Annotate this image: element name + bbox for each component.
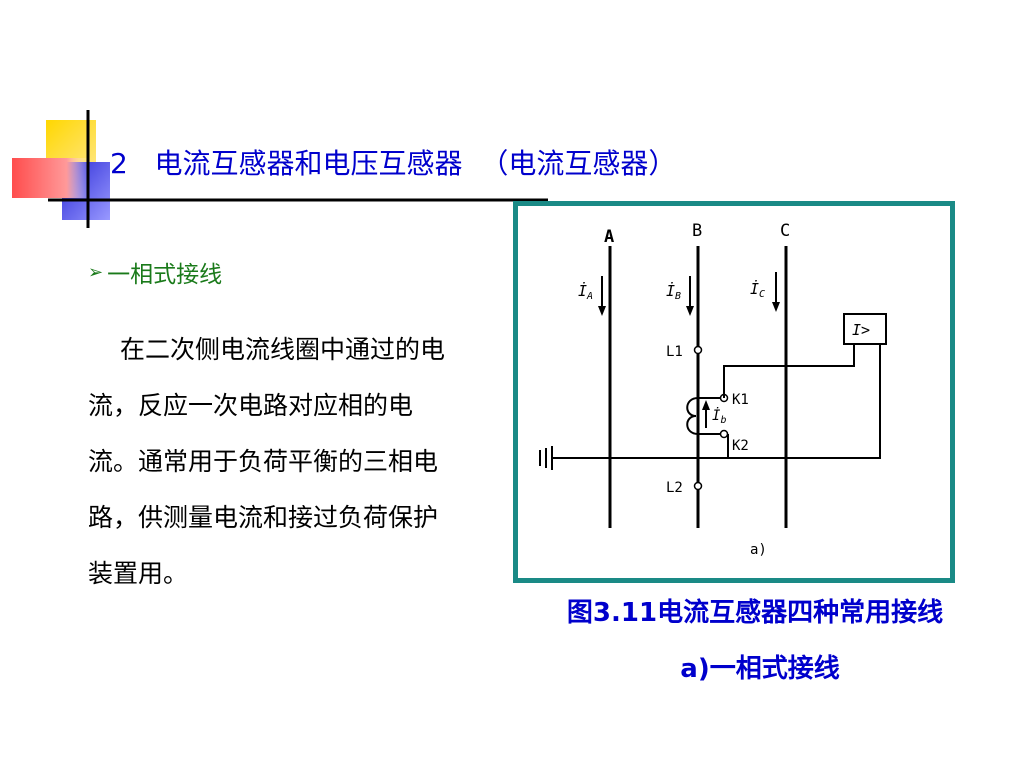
header-decoration: [12, 110, 548, 228]
figure-caption: 图3.11电流互感器四种常用接线: [566, 598, 944, 628]
circuit-diagram: A B C İA İB İC L1 L2 İb K1 K2 I>: [539, 221, 887, 558]
page-title: 2 电流互感器和电压互感器 （电流互感器）: [110, 147, 677, 180]
k1-label: K1: [732, 392, 749, 408]
k2-label: K2: [732, 438, 749, 454]
ct-secondary-wire: [698, 397, 722, 435]
current-b-arrowhead: [686, 306, 694, 316]
phase-a-label: A: [604, 227, 614, 247]
current-relay-box: [843, 313, 887, 345]
current-c-arrowhead: [772, 302, 780, 312]
l1-terminal: [693, 345, 703, 355]
secondary-current-arrowhead: [702, 400, 710, 410]
circuit-diagram-frame: A B C İA İB İC L1 L2 İb K1 K2 I>: [513, 201, 955, 583]
current-a-label: İA: [578, 281, 593, 302]
current-a-arrowhead: [598, 306, 606, 316]
k2-terminal: [719, 429, 729, 439]
phase-b-label: B: [692, 221, 702, 241]
current-relay-label: I>: [852, 321, 870, 339]
phase-c-label: C: [780, 221, 790, 241]
ct-coil: [686, 397, 699, 435]
l2-label: L2: [666, 480, 683, 496]
l2-terminal: [693, 481, 703, 491]
deco-red-bar: [12, 158, 90, 198]
relay-wire-k2: [727, 344, 881, 459]
figure-subcaption: a)一相式接线: [680, 654, 840, 684]
bullet-arrow-icon: ➢: [88, 261, 104, 283]
l1-label: L1: [666, 344, 683, 360]
current-c-label: İC: [750, 279, 765, 300]
relay-wire-k1: [723, 344, 855, 398]
section-bullet-label: 一相式接线: [107, 262, 223, 288]
body-paragraph: 在二次侧电流线圈中通过的电流，反应一次电路对应相的电流。通常用于负荷平衡的三相电…: [88, 335, 446, 588]
secondary-current-label: İb: [712, 406, 726, 426]
section-bullet: ➢ 一相式接线: [88, 255, 222, 289]
current-b-label: İB: [666, 281, 681, 302]
diagram-sublabel: a): [750, 542, 767, 558]
